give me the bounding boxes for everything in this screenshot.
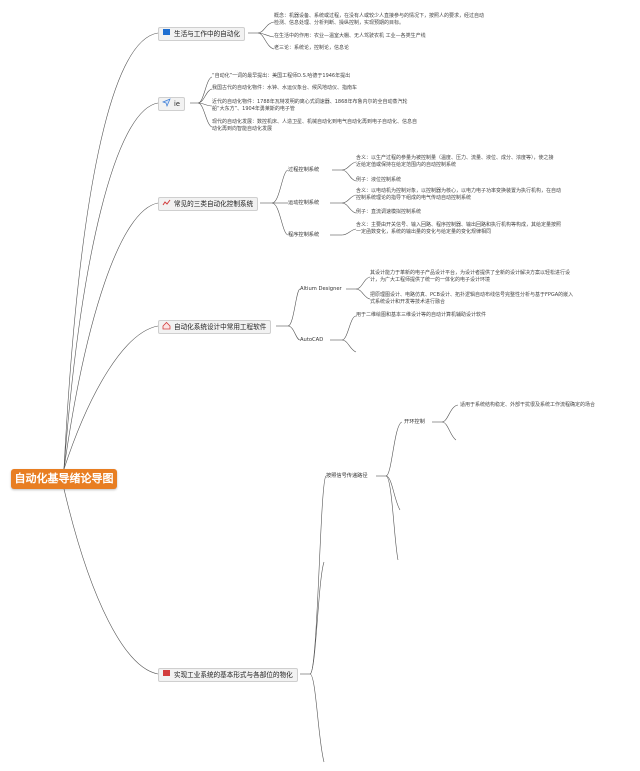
leaf-modern-early: 近代的自动化物件：1788年瓦特发明的离心式调速器、1868年布鲁内尔的全自动蒸…	[212, 99, 408, 112]
leaf-autocad: 用于二维绘图和基本三维设计等的自动计算机辅助设计软件	[356, 312, 487, 318]
leaf-program-def: 含义：主要由开关信号、输入回路、程序控制器、输出回路和执行机构等构成，其给定量按…	[356, 222, 562, 235]
connector-b2-s0	[271, 169, 289, 204]
connector-b2-s1-l0	[341, 194, 357, 204]
connector-b1-l2	[197, 102, 213, 107]
connector-b3-s1-l0	[341, 315, 357, 341]
connector-b3-s1	[287, 325, 301, 341]
sub-motion-control[interactable]: 运动控制系统	[288, 200, 320, 206]
connector-b3-s1-l1	[341, 339, 357, 353]
connector-root-b4	[63, 488, 159, 675]
leaf-life-role: 在生活中的作用：农业—温室大棚、无人驾驶农机 工业—各类生产线	[274, 33, 426, 39]
connector-b2-s0-l1	[341, 169, 357, 182]
branch-engineering-software[interactable]: 自动化系统设计中常用工程软件	[158, 320, 272, 334]
leaf-motion-example: 例子：直流调速模拟控制系统	[356, 209, 422, 215]
flag-icon	[162, 28, 171, 37]
sub-signal-path[interactable]: 按照信号传递路径	[326, 473, 368, 479]
connector-b1-l3	[197, 102, 213, 128]
connector-b2-s0-l0	[341, 161, 357, 171]
leaf-modern: 现代的自动化发展：数控机床、人造卫星、机械自动化到电气自动化再到电子自动化、信息…	[212, 119, 418, 132]
sub-autocad[interactable]: AutoCAD	[300, 337, 324, 343]
connector-b1-l1	[197, 88, 213, 104]
connector-b1-l0	[197, 76, 213, 104]
sub-process-control[interactable]: 过程控制系统	[288, 167, 320, 173]
leaf-ancient: 我国古代的自动化物件：水钟、水运仪象台、候风地动仪、指南车	[212, 85, 358, 91]
leaf-altium-2: 把原理图设计、电路仿真、PCB设计、拓扑逻辑自动布线信号完整性分析与基于FPGA…	[370, 292, 574, 305]
connector-b2-s2-l0	[341, 228, 357, 236]
root-node[interactable]: 自动化基导绪论导图	[11, 469, 117, 489]
connector-b4-s0-c	[385, 475, 399, 561]
connector-b4-ss0-l1	[441, 421, 457, 441]
connector-b3-s0-l0	[355, 276, 371, 290]
connector-b4-ss0-l0	[441, 404, 459, 423]
leaf-concept: 概念：机器设备、系统或过程，在没有人或较少人直接参与的情况下，按照人的要求，经过…	[274, 13, 485, 26]
home-icon	[162, 321, 171, 330]
sub-altium-designer[interactable]: Altium Designer	[300, 286, 342, 292]
connector-b3-s0-l1	[355, 288, 371, 300]
connector-b4-s0-a	[385, 421, 403, 477]
connector-root-b0	[63, 32, 159, 470]
paper-plane-icon	[162, 98, 171, 107]
flag-icon	[162, 669, 171, 678]
leaf-process-example: 例子：液位控制系统	[356, 177, 402, 183]
leaf-three-theories: 老三论：系统论，控制论，信息论	[274, 45, 350, 51]
leaf-open-loop: 适用于系统结构稳定、外部干扰很及系统工作流程确定的场合	[460, 402, 596, 408]
connector-b3-s0	[287, 288, 301, 327]
leaf-altium-1: 其设计能力于革新的电子产品设计平台，为设计者提供了全新的设计解决方案以轻松进行设…	[370, 270, 571, 283]
connector-b4-s2	[309, 673, 325, 763]
branch-life-work-automation[interactable]: 生活与工作中的自动化	[158, 27, 245, 41]
leaf-term-origin: “自动化”一词的最早提出：美国工程师D.S.哈德于1946年提出	[212, 73, 351, 79]
branch-ie[interactable]: ie	[158, 97, 185, 111]
sub-program-control[interactable]: 程序控制系统	[288, 232, 320, 238]
connector-root-b3	[63, 325, 159, 470]
connector-b4-s1	[309, 561, 325, 675]
connector-root-b2	[63, 202, 159, 470]
leaf-process-def: 含义：以生产过程的参量为被控制量（温度、压力、流量、液位、成分、浓度等），使之接…	[356, 155, 554, 168]
leaf-motion-def: 含义：以电动机为控制对象，以控制器为核心，以电力电子功率变换装置为执行机构，在自…	[356, 188, 562, 201]
connector-b2-s2	[271, 202, 289, 236]
chart-line-icon	[162, 198, 171, 207]
connector-b4-s0	[309, 475, 327, 675]
connector-b2-s1-l1	[341, 202, 357, 214]
connector-root-b1	[63, 102, 159, 470]
sub-open-loop[interactable]: 开环控制	[404, 419, 425, 425]
connector-b0-l0	[257, 21, 275, 34]
connector-b4-s0-b	[385, 475, 401, 511]
branch-three-control-systems[interactable]: 常见的三类自动化控制系统	[158, 197, 259, 211]
connector-b0-l1	[257, 32, 275, 38]
connector-b0-l2	[257, 32, 275, 50]
branch-industrial-forms[interactable]: 实现工业系统的基本形式与各部位的物化	[158, 668, 298, 682]
